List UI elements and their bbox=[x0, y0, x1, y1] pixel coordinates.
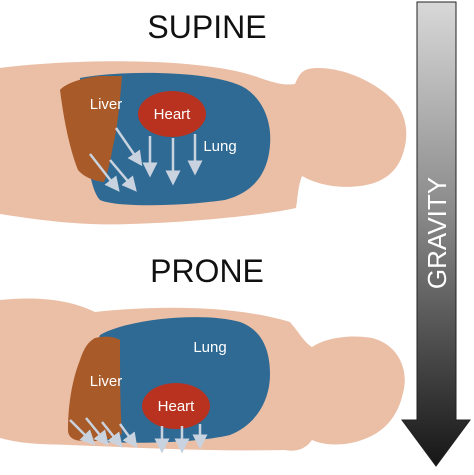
prone-arrow bbox=[69, 419, 96, 446]
prone-lung-label: Lung bbox=[193, 339, 226, 356]
supine-pressure-arrows bbox=[89, 127, 203, 192]
supine-heart bbox=[138, 91, 206, 137]
supine-lung bbox=[80, 72, 271, 206]
prone-lung bbox=[94, 317, 270, 443]
prone-arrow bbox=[85, 417, 109, 446]
prone-liver bbox=[68, 336, 122, 442]
prone-heart-label: Heart bbox=[158, 398, 196, 415]
supine-liver-label: Liver bbox=[90, 96, 123, 113]
prone-title: PRONE bbox=[150, 253, 264, 289]
prone-heart bbox=[142, 383, 210, 429]
prone-arrow bbox=[118, 423, 138, 449]
supine-title: SUPINE bbox=[147, 9, 266, 45]
prone-arrow bbox=[101, 421, 123, 448]
supine-body: Liver Heart Lung bbox=[0, 61, 407, 225]
prone-liver-label: Liver bbox=[90, 373, 123, 390]
supine-heart-label: Heart bbox=[154, 106, 192, 123]
gravity-label: GRAVITY bbox=[422, 177, 452, 289]
supine-lung-label: Lung bbox=[203, 138, 236, 155]
gravity-arrow-shape bbox=[401, 1, 471, 467]
prone-pressure-arrows bbox=[69, 417, 208, 454]
gravity-arrow: GRAVITY bbox=[401, 1, 471, 467]
supine-liver bbox=[60, 76, 122, 182]
supine-arrow bbox=[114, 127, 143, 167]
supine-arrow bbox=[109, 159, 137, 192]
prone-body: Liver Heart Lung bbox=[0, 298, 405, 454]
supine-arrow bbox=[89, 153, 120, 192]
